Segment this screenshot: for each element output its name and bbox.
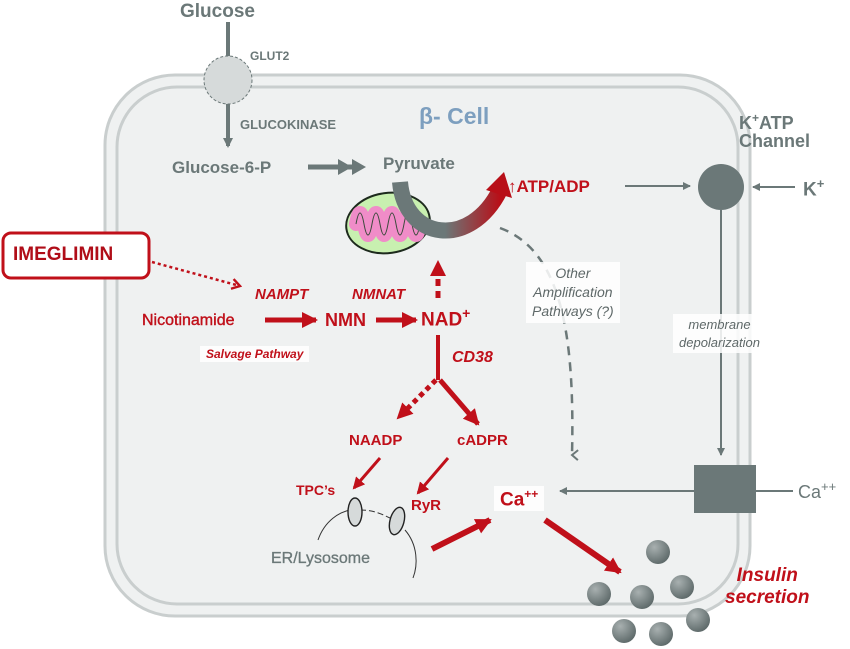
note-line: Pathways (?) <box>532 302 614 319</box>
nad-sup: + <box>462 305 471 321</box>
katp-k: K <box>739 113 752 133</box>
granule <box>612 619 636 643</box>
glucokinase-label: GLUCOKINASE <box>240 117 337 132</box>
nad-label: NAD+ <box>421 306 470 329</box>
glut2-transporter <box>203 55 253 105</box>
cd38-label: CD38 <box>452 349 493 366</box>
granule <box>649 622 673 646</box>
katp-sup: + <box>752 111 760 125</box>
k-ion-sup: + <box>816 176 825 191</box>
ca-ion-label: Ca++ <box>798 480 836 501</box>
atp-arrowhead <box>486 172 512 198</box>
double-arrowhead <box>338 159 366 175</box>
nad-text: NAD <box>421 309 463 331</box>
granule <box>587 582 611 606</box>
ca-intracellular-text: Ca <box>500 489 525 511</box>
cadpr-label: cADPR <box>457 432 508 449</box>
granule <box>686 608 710 632</box>
katp-channel <box>698 164 744 210</box>
nicotinamide-label: Nicotinamide <box>142 312 235 329</box>
imeglimin-box <box>1 231 151 280</box>
imeglimin-label: IMEGLIMIN <box>13 244 114 265</box>
note-line: Amplification <box>533 283 613 300</box>
note-line: Other <box>555 265 591 281</box>
glucose-6-p-label: Glucose-6-P <box>172 158 272 177</box>
cadpr-to-ryr-arrow <box>416 457 450 495</box>
ca-ion-text: Ca <box>798 482 822 502</box>
er-to-ca-arrow <box>430 517 492 552</box>
tpcs-label: TPC’s <box>296 482 336 498</box>
glut2-label: GLUT2 <box>250 49 290 63</box>
granule <box>646 540 670 564</box>
secretion-line: secretion <box>725 586 810 608</box>
salvage-pathway-label: Salvage Pathway <box>200 346 310 362</box>
atp-adp-label: ↑ATP/ADP <box>508 177 590 196</box>
pyruvate-label: Pyruvate <box>383 154 455 173</box>
other-amplification-note: Other Amplification Pathways (?) <box>526 262 620 323</box>
katp-channel-word: Channel <box>739 131 811 151</box>
cd38-to-cadpr-arrow <box>438 378 480 426</box>
beta-cell-title: β- Cell <box>419 103 490 129</box>
er-lysosome-icon <box>317 497 417 579</box>
glucose-label: Glucose <box>180 1 255 22</box>
nampt-label: NAMPT <box>255 286 309 303</box>
er-lysosome-label: ER/Lysosome <box>271 550 370 567</box>
k-ion-label: K+ <box>803 177 824 199</box>
naadp-to-tpcs-arrow <box>352 457 382 490</box>
granule <box>670 575 694 599</box>
ca-intracellular-label: Ca++ <box>494 486 545 512</box>
pyruvate-to-atp-curve <box>392 180 508 239</box>
nmn-label: NMN <box>325 310 366 330</box>
membrane-depolarization-note: membrane depolarization <box>673 314 766 354</box>
insulin-granules <box>587 540 710 646</box>
note-line: depolarization <box>679 334 760 350</box>
note-line: membrane <box>688 317 751 332</box>
ca-channel <box>694 465 756 513</box>
ca-to-insulin-arrow <box>543 517 622 575</box>
ca-intracellular-sup: ++ <box>524 487 539 501</box>
ryr-label: RyR <box>411 497 442 514</box>
ca-ion-sup: ++ <box>821 479 837 494</box>
k-ion-symbol: K <box>803 179 817 201</box>
insulin-secretion-label: Insulin secretion <box>725 565 809 609</box>
insulin-line: Insulin <box>736 565 798 586</box>
granule <box>630 585 654 609</box>
nmnat-label: NMNAT <box>352 286 406 303</box>
katp-atp: ATP <box>759 113 794 133</box>
naadp-label: NAADP <box>349 432 403 449</box>
